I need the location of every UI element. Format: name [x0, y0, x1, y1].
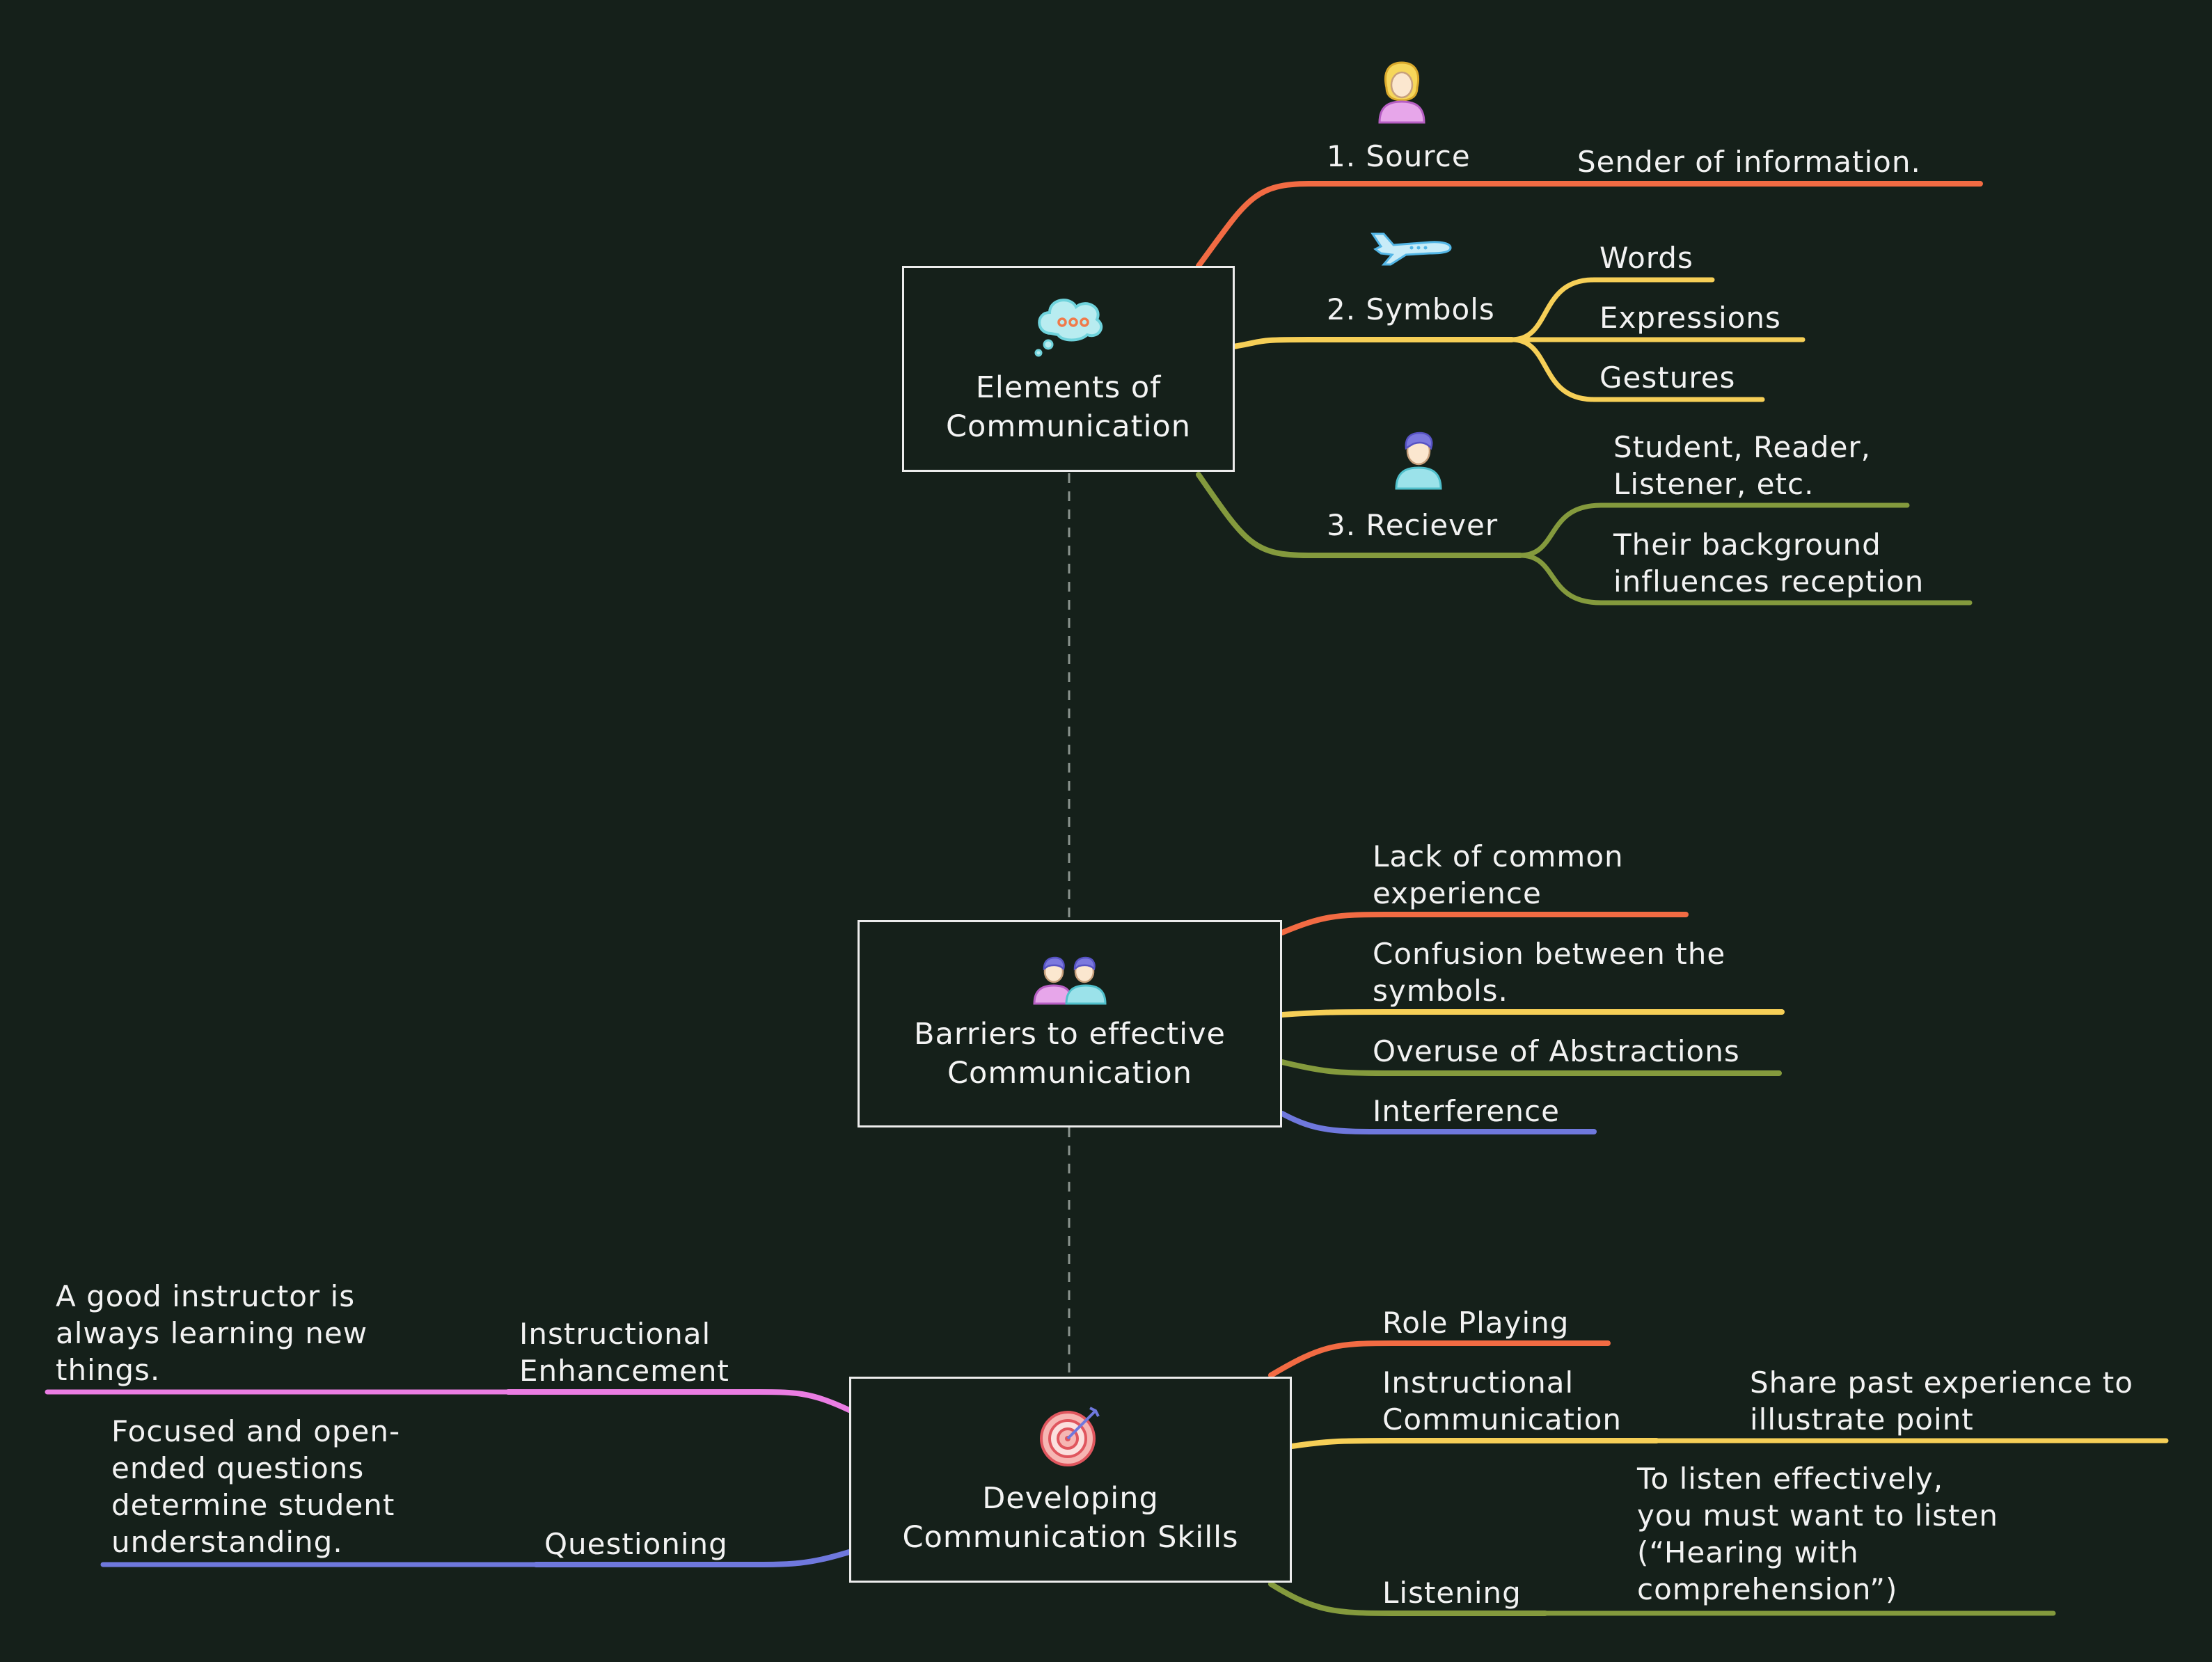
branch-source-label[interactable]: 1. Source	[1327, 139, 1471, 173]
skill-focused-questions[interactable]: Focused and open- ended questions determ…	[111, 1414, 401, 1559]
barrier-overuse-abstractions[interactable]: Overuse of Abstractions	[1373, 1034, 1740, 1068]
topic-developing-title: Developing Communication Skills	[902, 1481, 1239, 1555]
branch-listening-line	[1268, 1581, 1548, 1616]
target-icon	[1040, 1407, 1100, 1466]
thought-bubble-icon	[1034, 299, 1103, 357]
skill-role-playing[interactable]: Role Playing	[1382, 1306, 1570, 1340]
airplane-icon	[1370, 232, 1452, 266]
topic-elements-of-communication[interactable]: Elements of Communication	[902, 266, 1235, 472]
symbols-child-expressions[interactable]: Expressions	[1599, 301, 1781, 335]
branch-instructional-communication-line	[1289, 1438, 1659, 1449]
branch-words-line	[1509, 277, 1715, 342]
branch-symbols-label[interactable]: 2. Symbols	[1327, 292, 1495, 326]
branch-instructional-enhancement-line	[505, 1388, 852, 1413]
barrier-confusion-symbols[interactable]: Confusion between the symbols.	[1373, 937, 1726, 1008]
branch-lack-line	[1279, 912, 1689, 935]
skill-instructional-enhancement[interactable]: Instructional Enhancement	[519, 1317, 729, 1388]
barrier-interference[interactable]: Interference	[1373, 1094, 1560, 1128]
skill-share-past-experience[interactable]: Share past experience to illustrate poin…	[1750, 1366, 2133, 1437]
branch-overuse-line	[1279, 1059, 1782, 1076]
branch-interference-line	[1279, 1111, 1597, 1134]
branch-gestures-line	[1509, 337, 1765, 402]
branch-receiver-label[interactable]: 3. Reciever	[1327, 508, 1499, 542]
barrier-lack-common-experience[interactable]: Lack of common experience	[1373, 839, 1624, 910]
branch-student-line	[1517, 502, 1910, 558]
branch-confusion-line	[1279, 1009, 1785, 1018]
source-child-sender[interactable]: Sender of information.	[1577, 145, 1921, 179]
man-icon	[1395, 432, 1442, 490]
receiver-child-background[interactable]: Their background influences reception	[1613, 528, 1925, 599]
branch-symbols-line	[1231, 337, 1515, 349]
branch-receiver-line	[1196, 472, 1523, 558]
topic-barriers-title: Barriers to effective Communication	[914, 1017, 1226, 1091]
symbols-child-words[interactable]: Words	[1599, 241, 1693, 275]
receiver-child-student[interactable]: Student, Reader, Listener, etc.	[1613, 430, 1872, 501]
woman-icon	[1378, 61, 1425, 124]
topic-barriers[interactable]: Barriers to effective Communication	[858, 920, 1282, 1127]
skill-instructional-communication[interactable]: Instructional Communication	[1382, 1366, 1622, 1437]
skill-questioning[interactable]: Questioning	[544, 1527, 728, 1561]
branch-questioning-line	[533, 1549, 852, 1567]
topic-developing-skills[interactable]: Developing Communication Skills	[849, 1377, 1292, 1583]
branch-background-line	[1517, 553, 1973, 606]
topic-elements-title: Elements of Communication	[946, 370, 1191, 444]
skill-listening-detail[interactable]: To listen effectively, you must want to …	[1637, 1462, 1998, 1606]
skill-good-instructor[interactable]: A good instructor is always learning new…	[56, 1279, 368, 1387]
branch-source-line	[1196, 181, 1983, 269]
two-people-icon	[1033, 956, 1107, 1005]
skill-listening[interactable]: Listening	[1382, 1576, 1522, 1610]
branch-role-playing-line	[1268, 1340, 1611, 1378]
symbols-child-gestures[interactable]: Gestures	[1599, 361, 1736, 395]
